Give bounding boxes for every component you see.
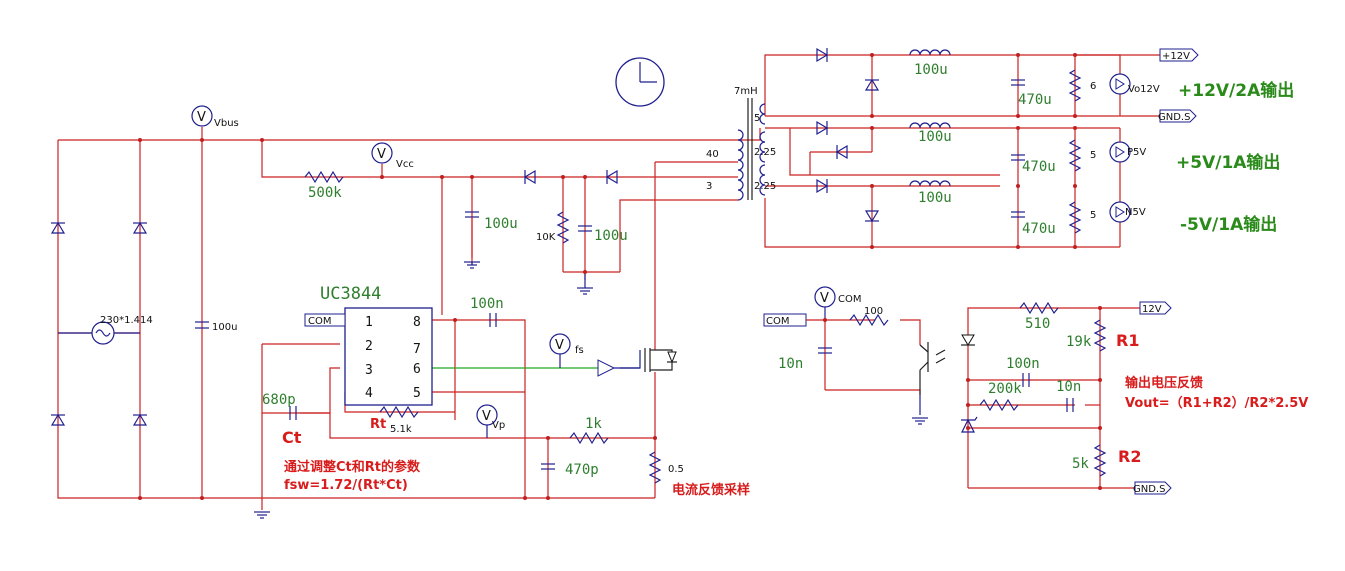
svg-text:7: 7 bbox=[413, 342, 421, 357]
led-res-value: 100 bbox=[864, 306, 883, 317]
vcc-meter-label: Vcc bbox=[396, 159, 414, 170]
primary-turns: 40 bbox=[706, 149, 719, 160]
meter-n5v-label: N5V bbox=[1125, 207, 1146, 218]
shunt-regulator bbox=[961, 416, 978, 433]
sec12-turns: 5 bbox=[754, 113, 760, 124]
svg-text:GND.S: GND.S bbox=[1133, 484, 1165, 495]
vp-meter-label: Vp bbox=[492, 420, 505, 431]
svg-text:4: 4 bbox=[365, 386, 373, 401]
aux-cap-value: 100u bbox=[594, 228, 628, 244]
com-cap-value: 10n bbox=[778, 356, 803, 372]
r12-value: 6 bbox=[1090, 81, 1096, 92]
svg-text:COM: COM bbox=[766, 316, 789, 327]
net-tag-gnds bbox=[1159, 109, 1197, 123]
svg-text:8: 8 bbox=[413, 315, 421, 330]
meter-p5v-icon[interactable] bbox=[1109, 141, 1131, 163]
filter-cap-value: 470p bbox=[565, 462, 599, 478]
clock-icon bbox=[615, 57, 665, 107]
mosfet bbox=[644, 348, 677, 372]
gate-buffer bbox=[597, 359, 616, 377]
voltmeter-bus-icon[interactable] bbox=[191, 105, 213, 127]
com-tag-left bbox=[304, 313, 346, 327]
fs-meter-label: fs bbox=[575, 345, 584, 356]
sec5b-turns: 2.25 bbox=[754, 181, 776, 192]
aux-turns: 3 bbox=[706, 181, 712, 192]
meter-vo12-icon[interactable] bbox=[1109, 73, 1131, 95]
bus-capacitor bbox=[195, 321, 209, 329]
transformer-inductance: 7mH bbox=[734, 86, 758, 97]
ct-value: 680p bbox=[262, 392, 296, 408]
rt-value: 5.1k bbox=[390, 424, 412, 435]
r2-value: 5k bbox=[1072, 456, 1089, 472]
meter-n5v-icon[interactable] bbox=[1109, 201, 1131, 223]
sec5a-turns: 2.25 bbox=[754, 147, 776, 158]
c5b-value: 470u bbox=[1022, 221, 1056, 237]
transformer bbox=[737, 98, 766, 201]
svg-text:V: V bbox=[197, 110, 206, 125]
r1-value: 19k bbox=[1066, 334, 1092, 350]
com-meter-label: COM bbox=[838, 294, 861, 305]
chip-name: UC3844 bbox=[320, 284, 381, 304]
bus-cap-value: 100u bbox=[212, 322, 237, 333]
output-5v-title: +5V/1A输出 bbox=[1176, 152, 1280, 173]
ct-label: Ct bbox=[282, 428, 302, 447]
source-label: 230*1.414 bbox=[100, 315, 153, 326]
output-n5v-title: -5V/1A输出 bbox=[1180, 214, 1277, 235]
svg-text:COM: COM bbox=[308, 316, 331, 327]
svg-text:6: 6 bbox=[413, 362, 421, 377]
com-tag-right bbox=[763, 313, 807, 327]
svg-text:V: V bbox=[377, 147, 386, 162]
meter-vo12-label: Vo12V bbox=[1128, 84, 1160, 95]
comp-cap2-value: 10n bbox=[1056, 379, 1081, 395]
r1-label: R1 bbox=[1116, 331, 1139, 350]
svg-text:1: 1 bbox=[365, 315, 373, 330]
feedback-note: 输出电压反馈 bbox=[1125, 375, 1203, 391]
l5-value: 100u bbox=[918, 129, 952, 145]
uc3844-chip bbox=[344, 307, 433, 406]
comp-res-value: 200k bbox=[988, 381, 1022, 397]
svg-text:V: V bbox=[482, 409, 491, 424]
ref-cap-value: 100n bbox=[470, 296, 504, 312]
startup-res-value: 500k bbox=[308, 185, 342, 201]
top-res-value: 510 bbox=[1025, 316, 1050, 332]
tune-note: 通过调整Ct和Rt的参数 bbox=[284, 459, 421, 475]
load-res-value: 10K bbox=[536, 232, 556, 243]
svg-text:5: 5 bbox=[413, 386, 421, 401]
svg-text:2: 2 bbox=[365, 339, 373, 354]
sense-note: 电流反馈采样 bbox=[672, 482, 750, 498]
bridge-rectifier bbox=[50, 222, 148, 426]
fsw-formula: fsw=1.72/(Rt*Ct) bbox=[284, 478, 408, 493]
filter-res-value: 1k bbox=[585, 416, 602, 432]
l12-value: 100u bbox=[914, 62, 948, 78]
comp-cap-value: 100n bbox=[1006, 356, 1040, 372]
bus-meter-label: Vbus bbox=[214, 118, 239, 129]
optocoupler bbox=[919, 334, 975, 395]
vcc-cap-value: 100u bbox=[484, 216, 518, 232]
voltmeter-vcc-icon[interactable] bbox=[371, 142, 393, 164]
svg-text:3: 3 bbox=[365, 363, 373, 378]
r5a-value: 5 bbox=[1090, 150, 1096, 161]
net-tag-gnds-fb bbox=[1134, 481, 1172, 495]
net-tag-12v-fb bbox=[1139, 301, 1172, 315]
output-12v-title: +12V/2A输出 bbox=[1178, 80, 1294, 101]
svg-text:GND.S: GND.S bbox=[1158, 112, 1190, 123]
svg-text:+12V: +12V bbox=[1162, 51, 1190, 62]
c12-value: 470u bbox=[1018, 92, 1052, 108]
ln5-value: 100u bbox=[918, 190, 952, 206]
r2-label: R2 bbox=[1118, 447, 1141, 466]
rt-label: Rt bbox=[370, 417, 386, 432]
c5a-value: 470u bbox=[1022, 159, 1056, 175]
junction-dots bbox=[138, 53, 1102, 500]
r5b-value: 5 bbox=[1090, 210, 1096, 221]
net-tag-12v bbox=[1159, 48, 1199, 62]
meter-p5v-label: P5V bbox=[1127, 147, 1146, 158]
sense-res-value: 0.5 bbox=[668, 464, 684, 475]
svg-text:12V: 12V bbox=[1142, 304, 1162, 315]
vout-formula: Vout=（R1+R2）/R2*2.5V bbox=[1125, 395, 1308, 411]
startup-resistor bbox=[304, 170, 344, 184]
svg-text:V: V bbox=[820, 291, 829, 306]
svg-text:V: V bbox=[555, 338, 564, 353]
